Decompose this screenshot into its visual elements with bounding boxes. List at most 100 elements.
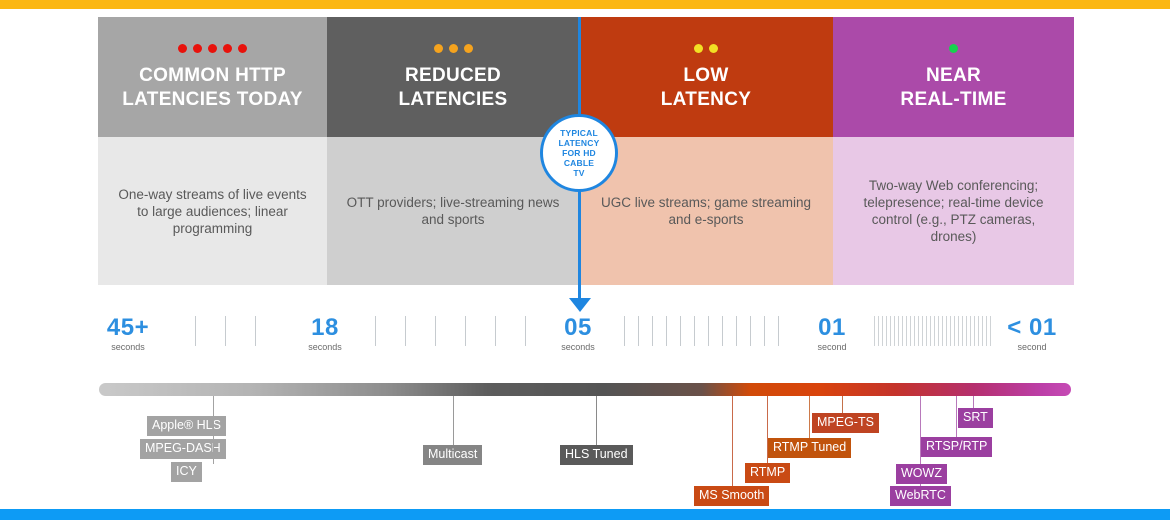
severity-dot-icon [448,44,458,53]
typical-latency-pointer-arrow-icon [569,298,591,312]
ruler-tick [750,316,751,346]
ruler-tick [652,316,653,346]
ruler-tick [934,316,935,346]
category-cell: REDUCED LATENCIES [327,17,579,137]
protocol-connector-line [809,396,810,440]
protocol-label: MPEG-TS [812,413,879,433]
protocol-label: RTSP/RTP [921,437,993,457]
severity-dot-icon [178,44,187,53]
badge-line-3: FOR HD [562,148,596,158]
ruler-tick [405,316,406,346]
category-title-line: LOW [683,65,729,86]
ruler-tick [946,316,947,346]
ruler-tick [722,316,723,346]
protocol-connector-line [956,396,957,439]
category-description: OTT providers; live-streaming news and s… [327,137,579,285]
ruler-tick [982,316,983,346]
ruler-tick [882,316,883,346]
ruler-tick [954,316,955,346]
ruler-tick [990,316,991,346]
ruler-tick [914,316,915,346]
ruler-tick [974,316,975,346]
scale-mark-unit: seconds [561,342,595,352]
ruler-tick [680,316,681,346]
protocol-label: RTMP Tuned [768,438,852,458]
category-title-line: LATENCIES [398,89,508,110]
ruler-tick [898,316,899,346]
protocol-connector-line [732,396,733,488]
ruler-tick [638,316,639,346]
category-title: COMMON HTTP LATENCIES TODAY [122,64,302,112]
badge-line-2: LATENCY [558,138,600,148]
ruler-tick [942,316,943,346]
severity-dot-icon [433,44,443,53]
severity-dot-icon [238,44,247,53]
ruler-tick [970,316,971,346]
ruler-tick [525,316,526,346]
protocol-label: HLS Tuned [560,445,633,465]
protocol-connector-line [767,396,768,465]
category-description: UGC live streams; game streaming and e-s… [579,137,833,285]
scale-mark-value: 45+ [106,314,150,341]
category-title: REDUCED LATENCIES [399,64,508,112]
protocol-label: Apple® HLS [147,416,226,436]
severity-dot-icon [694,44,703,53]
category-title-line: NEAR [925,65,982,86]
category-cell: NEAR REAL-TIME [833,17,1074,137]
ruler-tick [894,316,895,346]
ruler-tick [764,316,765,346]
ruler-tick [906,316,907,346]
scale-mark-unit: seconds [308,342,342,352]
category-description: Two-way Web conferencing; telepresence; … [833,137,1074,285]
category-title-line: LATENCIES TODAY [122,89,303,110]
ruler-tick [195,316,196,346]
ruler-tick [930,316,931,346]
category-title-line: COMMON HTTP [139,65,286,86]
category-title-line: REDUCED [404,65,502,86]
typical-latency-badge: TYPICAL LATENCY FOR HD CABLE TV [540,114,618,192]
protocol-label: WebRTC [890,486,951,506]
protocol-label: RTMP [745,463,791,483]
ruler-tick [878,316,879,346]
ruler-tick [495,316,496,346]
ruler-tick [922,316,923,346]
protocol-connector-line [453,396,454,447]
ruler-tick [375,316,376,346]
severity-dot-icon [223,44,232,53]
top-accent-bar [0,0,1170,9]
protocol-connector-line [213,396,214,464]
ruler-tick [902,316,903,346]
category-title: NEAR REAL-TIME [900,64,1006,112]
badge-line-5: TV [573,168,585,178]
ruler-tick [874,316,875,346]
ruler-tick [666,316,667,346]
ruler-tick [962,316,963,346]
description-band: One-way streams of live events to large … [98,137,1074,285]
scale-mark-unit: seconds [111,342,145,352]
protocol-label: ICY [171,462,202,482]
scale-mark-value: < 01 [1007,314,1057,341]
ruler-tick [708,316,709,346]
severity-dot-icon [709,44,718,53]
category-title-line: REAL-TIME [900,89,1007,110]
ruler-tick [938,316,939,346]
ruler-tick [918,316,919,346]
category-band: COMMON HTTP LATENCIES TODAY REDUCED LATENCI… [98,17,1074,137]
category-cell: COMMON HTTP LATENCIES TODAY [98,17,327,137]
ruler-tick [926,316,927,346]
scale-mark-value: 18 [311,314,339,341]
ruler-tick [736,316,737,346]
ruler-tick [958,316,959,346]
protocol-label: SRT [958,408,993,428]
protocol-label: Multicast [423,445,483,465]
severity-dot-icon [463,44,473,53]
ruler-tick [890,316,891,346]
category-description: One-way streams of live events to large … [98,137,327,285]
ruler-tick [950,316,951,346]
severity-dot-icon [949,44,958,53]
